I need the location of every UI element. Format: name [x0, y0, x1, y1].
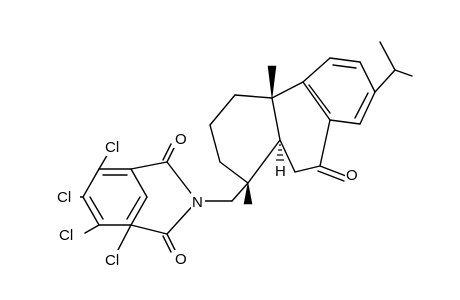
bond — [82, 168, 100, 198]
bond — [130, 196, 148, 226]
bond — [166, 233, 176, 251]
bond — [82, 196, 100, 226]
bond — [359, 91, 376, 125]
atom-o-2: O — [175, 251, 187, 268]
bond — [317, 170, 345, 182]
bond — [130, 168, 148, 198]
bond — [332, 64, 357, 69]
atom-cl-4: Cl — [105, 252, 119, 269]
bond — [130, 161, 168, 170]
atom-cl-3: Cl — [59, 227, 73, 244]
bond — [302, 81, 331, 121]
atom-cl-1: Cl — [105, 139, 119, 156]
bond — [209, 94, 236, 126]
bond — [354, 92, 369, 119]
bond — [329, 119, 361, 125]
bond — [279, 139, 296, 173]
atom-o-1: O — [175, 131, 187, 148]
bond — [162, 235, 172, 253]
bond — [117, 224, 132, 251]
bond — [166, 145, 176, 163]
bond — [271, 81, 304, 99]
bond — [219, 161, 249, 184]
bond — [319, 119, 331, 167]
bond — [319, 165, 347, 177]
bond — [231, 182, 249, 202]
bond — [271, 97, 281, 141]
bond — [84, 224, 100, 234]
bond — [209, 124, 221, 163]
wedge-bond — [243, 182, 253, 205]
wedge-bond — [267, 65, 277, 99]
atom-labels: Cl Cl Cl Cl O O N O H — [57, 130, 359, 269]
atom-h-label: H — [275, 163, 286, 180]
bond — [126, 196, 141, 220]
bond — [359, 61, 376, 93]
bond — [379, 41, 396, 71]
atom-cl-2: Cl — [57, 189, 71, 206]
bond — [308, 84, 331, 114]
bond — [130, 224, 168, 235]
atom-o-3: O — [346, 167, 358, 184]
bond — [394, 69, 413, 77]
abietane-skeleton — [209, 41, 413, 205]
bond — [329, 57, 361, 63]
atom-n: N — [192, 194, 203, 211]
bond — [302, 57, 331, 83]
bond — [294, 165, 321, 173]
bond — [162, 143, 172, 161]
hashed-bond — [276, 144, 284, 161]
bond — [374, 69, 396, 93]
tetrachlorophthalimide-group — [75, 143, 233, 253]
bond — [89, 196, 104, 220]
bond — [234, 94, 273, 99]
bond — [247, 139, 281, 184]
